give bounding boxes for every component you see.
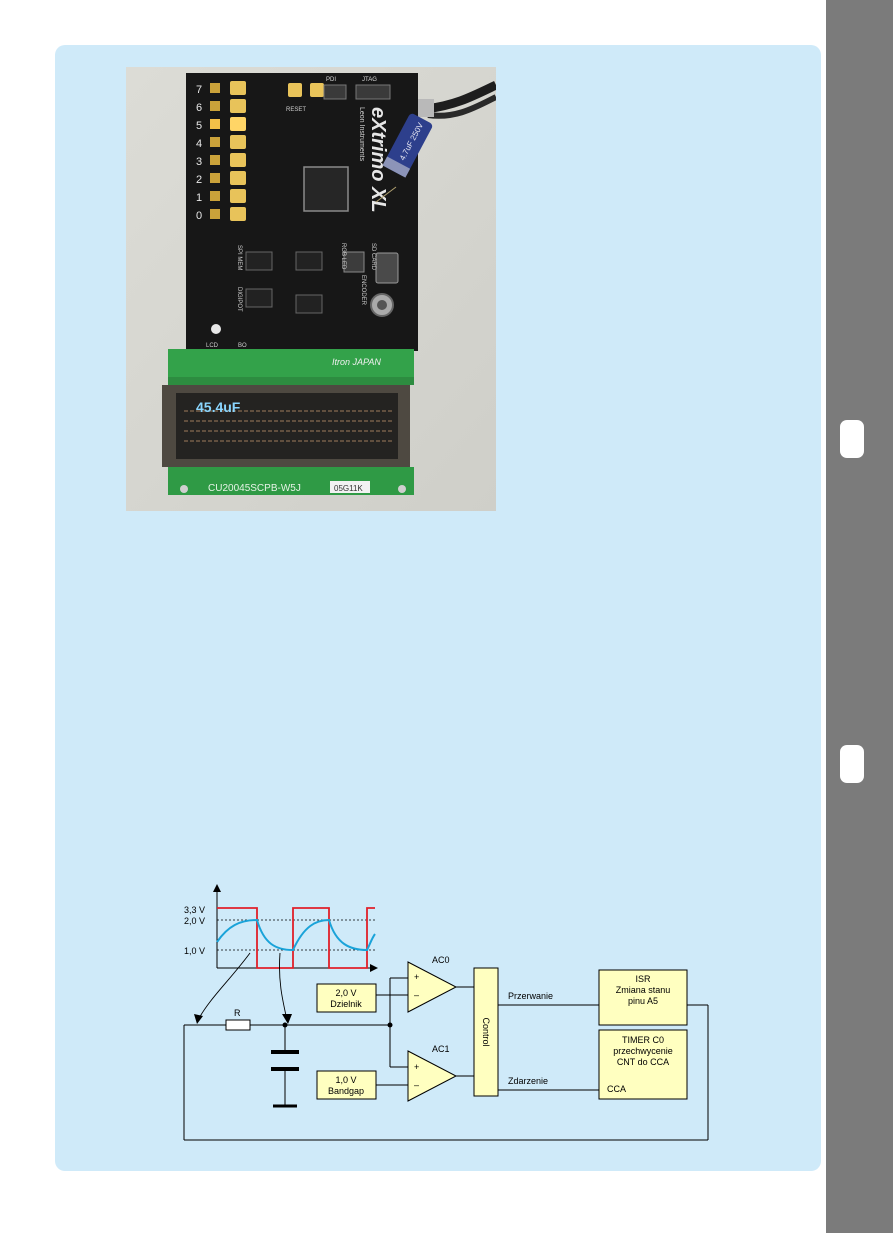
- display-sticker: 05G11K: [334, 484, 363, 493]
- comparator-ac1: [407, 1050, 458, 1102]
- silk-encoder: ENCODER: [360, 275, 366, 306]
- led-number-3: 3: [196, 156, 202, 168]
- board-subtitle: Leon Instruments: [358, 107, 365, 162]
- voltage-label-1v0: 1,0 V: [184, 946, 205, 956]
- control-block: [473, 967, 499, 1097]
- board-name: eXtrimo XL: [367, 107, 389, 213]
- ac0-plus: +: [414, 972, 419, 982]
- ref-divider-voltage: 2,0 V: [335, 988, 356, 998]
- pcb-board: 7 6 5 4 3 2 1 0 PDI JTAG eXtrimo XL Leon…: [186, 73, 418, 351]
- mcu-chip: [303, 166, 349, 212]
- silk-sd-card: SD CARD: [370, 243, 376, 271]
- timer-block: [598, 1029, 688, 1100]
- led-number-0: 0: [196, 210, 202, 222]
- timer-cca: CCA: [607, 1084, 626, 1094]
- ac1-minus: –: [414, 1080, 419, 1090]
- control-label: Control: [481, 1017, 491, 1046]
- voltage-label-3v3: 3,3 V: [184, 905, 205, 915]
- square-wave: [217, 907, 375, 969]
- ref-divider-name: Dzielnik: [330, 999, 362, 1009]
- ref-bandgap-voltage: 1,0 V: [335, 1075, 356, 1085]
- silk-bo: BO: [238, 343, 247, 349]
- ac1-plus: +: [414, 1062, 419, 1072]
- arrow-discharge: [279, 952, 288, 1021]
- isr-line3: pinu A5: [628, 996, 658, 1006]
- arrow-charge: [197, 952, 251, 1021]
- junction-comparators: [387, 1022, 393, 1028]
- junction-capacitor: [282, 1022, 288, 1028]
- jtag-label: JTAG: [362, 77, 377, 83]
- isr-block: [598, 969, 688, 1026]
- isr-line2: Zmiana stanu: [616, 985, 671, 995]
- ref-bandgap-name: Bandgap: [328, 1086, 364, 1096]
- timer-line2: przechwycenie: [613, 1046, 673, 1056]
- led-number-2: 2: [196, 174, 202, 186]
- voltage-label-2v0: 2,0 V: [184, 916, 205, 926]
- timer-line3: CNT do CCA: [617, 1057, 669, 1067]
- waveform-axes: [213, 884, 378, 972]
- silk-rgb-led: RGB LED: [340, 243, 346, 270]
- board-photo: 7 6 5 4 3 2 1 0 PDI JTAG eXtrimo XL Leon…: [126, 67, 496, 511]
- led-number-6: 6: [196, 102, 202, 114]
- przerwanie-label: Przerwanie: [508, 991, 553, 1001]
- capacitor-symbol: [271, 1050, 299, 1071]
- silk-reset: RESET: [286, 107, 306, 113]
- silk-lcd: LCD: [206, 343, 219, 349]
- silk-spi-mem: SPI MEM: [236, 245, 242, 270]
- side-tab-lower: [840, 745, 864, 783]
- display-reading: 45.4uF: [196, 399, 241, 415]
- resistor-label: R: [234, 1008, 241, 1018]
- ac0-minus: –: [414, 990, 419, 1000]
- ac0-label: AC0: [432, 955, 450, 965]
- pdi-label: PDI: [326, 77, 336, 83]
- side-tab-upper: [840, 420, 864, 458]
- ref-divider-box: [316, 983, 377, 1013]
- led-number-7: 7: [196, 84, 202, 96]
- led-column: [210, 81, 246, 221]
- display-model: CU20045SCPB-W5J: [208, 483, 301, 494]
- zdarzenie-label: Zdarzenie: [508, 1076, 548, 1086]
- rc-curve: [216, 918, 376, 952]
- isr-title: ISR: [635, 974, 651, 984]
- ac1-label: AC1: [432, 1044, 450, 1054]
- silk-digipot: DIGIPOT: [236, 287, 242, 312]
- side-bar: [826, 0, 893, 1233]
- led-number-4: 4: [196, 138, 202, 150]
- led-number-5: 5: [196, 120, 202, 132]
- capacitance-meter-diagram: 3,3 V 2,0 V 1,0 V R 2,0 V Dzielnik 1: [183, 884, 709, 1141]
- ref-bandgap-box: [316, 1070, 377, 1100]
- circuit-wiring: [183, 977, 709, 1141]
- comparator-ac0: [407, 961, 458, 1013]
- resistor: [225, 1019, 251, 1031]
- vfd-module: Itron JAPAN 45.4uF CU20045SCPB-W5J 05G11…: [162, 349, 414, 495]
- display-brand: Itron JAPAN: [332, 357, 381, 367]
- led-number-1: 1: [196, 192, 202, 204]
- timer-title: TIMER C0: [622, 1035, 664, 1045]
